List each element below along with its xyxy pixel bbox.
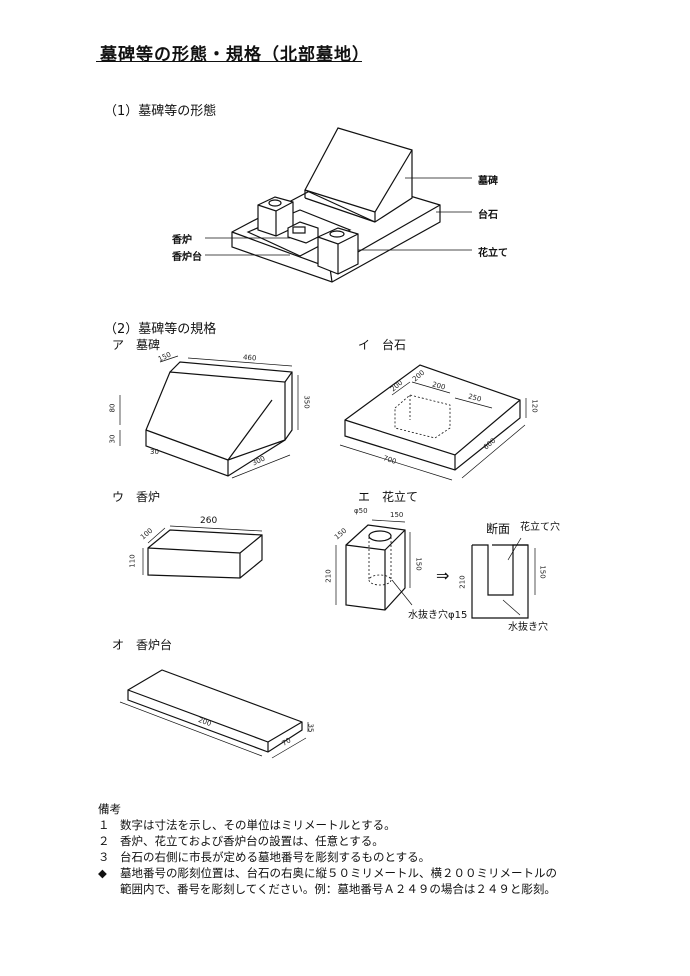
dim-e-7: 150 [538,565,547,579]
note-item: １ 数字は寸法を示し、その単位はミリメートルとする。 [98,818,396,832]
dim-i-5: 120 [530,399,539,413]
dim-a-5: 30 [108,434,117,444]
dim-e-6: 210 [458,575,467,589]
label-section: 断面 [486,522,511,536]
spec-o-label: オ 香炉台 [112,638,173,652]
notes: 備考 １ 数字は寸法を示し、その単位はミリメートルとする。 ２ 香炉、花立ておよ… [98,801,557,897]
base-stone-spec-drawing [339,364,527,481]
dim-e-2: 150 [390,511,404,519]
label-flower-hole: 花立て穴 [520,522,560,533]
section1-heading: （1）墓碑等の形態 [104,104,217,119]
spec-e-label: エ 花立て [358,490,419,504]
spec-u-label: ウ 香炉 [112,490,161,504]
label-tombstone: 墓碑 [478,176,498,187]
dim-e-4: 210 [324,569,333,583]
notes-heading: 備考 [98,802,121,816]
page-title: 墓碑等の形態・規格（北部墓地） [100,45,370,65]
label-flower-holder: 花立て [478,248,508,259]
note-item: ◆ 墓地番号の彫刻位置は、台石の右奥に縦５０ミリメートル、横２００ミリメートルの [98,866,557,880]
dim-e-1: φ50 [354,507,368,515]
dim-o-3: 35 [306,723,315,733]
tombstone-spec-drawing [119,355,299,479]
section2-heading: （2）墓碑等の規格 [104,322,217,337]
dim-a-4: 80 [108,403,117,413]
incense-stand-spec-drawing [119,669,309,759]
flower-holder-spec-drawing [335,519,536,619]
dim-u-1: 260 [200,516,218,526]
note-item: ３ 台石の右側に市長が定める墓地番号を彫刻するものとする。 [98,850,431,864]
note-item: ２ 香炉、花立ておよび香炉台の設置は、任意とする。 [98,834,384,848]
dim-e-5: 150 [414,557,423,571]
label-drain-hole-section: 水抜き穴 [508,622,548,633]
title-underline [96,61,362,62]
label-drain-hole: 水抜き穴φ15 [408,610,468,621]
dim-a-2: 460 [242,353,257,363]
arrow-icon: ⇒ [436,566,450,585]
label-incense-burner: 香炉 [172,235,192,246]
incense-burner-spec-drawing [142,525,263,579]
note-continuation: 範囲内で、番号を彫刻してください。例：墓地番号Ａ２４９の場合は２４９と彫刻。 [120,882,556,896]
label-base-stone: 台石 [478,210,498,221]
spec-a-label: ア 墓碑 [112,338,161,352]
spec-i-label: イ 台石 [358,338,407,352]
dim-a-6: 30 [150,448,159,456]
assembly-drawing [205,127,472,283]
dim-u-3: 110 [128,554,137,568]
dim-a-3: 350 [302,395,311,409]
label-incense-burner-stand: 香炉台 [172,252,202,263]
